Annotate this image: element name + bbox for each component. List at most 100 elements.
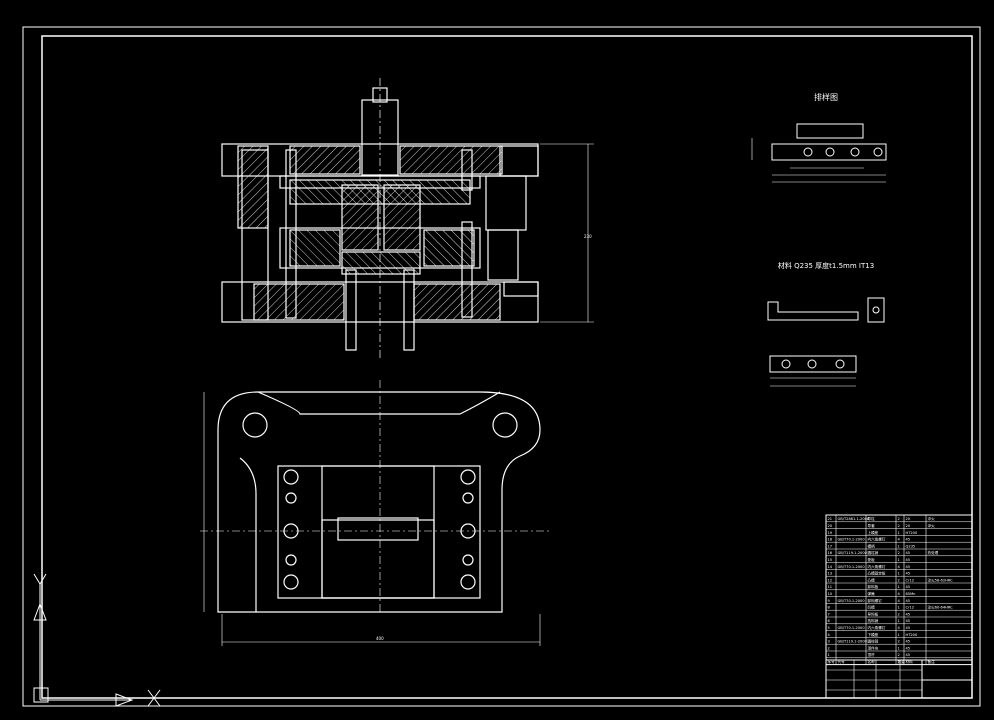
bom-header-cell: 序号 <box>828 659 836 664</box>
bom-cell: 挡料销 <box>868 618 879 623</box>
bom-cell: 4 <box>898 565 901 569</box>
bom-header-cell: 材料 <box>906 659 914 664</box>
bom-cell: 下模座 <box>868 632 879 637</box>
bom-cell: 2 <box>898 524 900 528</box>
title-block <box>825 659 973 699</box>
bom-cell: 淬火 <box>928 523 936 528</box>
bom-cell: 2 <box>898 578 900 582</box>
bom-cell: 45 <box>906 565 911 569</box>
bom-cell: 45 <box>906 585 911 589</box>
bom-cell: 垫板 <box>868 557 876 562</box>
bom-cell: 6 <box>828 619 831 623</box>
ucs-axis-icon <box>33 573 161 707</box>
bom-cell: 20 <box>906 517 911 521</box>
bom-cell: 淬火60-64HRC <box>928 605 954 610</box>
dim-height-main: 230 <box>584 234 592 239</box>
bom-cell: 16 <box>828 551 833 555</box>
bom-header-cell: 备注 <box>928 659 936 664</box>
bom-cell: 顶杆 <box>868 652 876 657</box>
bom-cell: 圆柱销 <box>868 639 879 644</box>
bom-cell: 4 <box>828 633 831 637</box>
material-note: 材料 Q235 厚度t1.5mm IT13 <box>778 261 874 270</box>
bom-cell: 9 <box>828 599 831 603</box>
plan-view <box>200 380 550 646</box>
bom-cell: 17 <box>828 544 833 548</box>
bom-cell: 1 <box>898 606 900 610</box>
bom-cell: 圆柱销 <box>868 550 879 555</box>
bom-cell: 1 <box>828 653 830 657</box>
bom-cell: 卸料板 <box>868 584 879 589</box>
bom-cell: 2 <box>828 646 830 650</box>
bom-cell: 45 <box>906 551 911 555</box>
bom-cell: GB/T70.1-2000 <box>838 538 866 542</box>
bom-cell: HT200 <box>906 633 918 637</box>
bom-cell: GB/T119.1-2000 <box>838 640 868 644</box>
bom-cell: 3 <box>828 640 830 644</box>
bom-cell: 2 <box>898 612 900 616</box>
drawing-frame <box>22 26 981 707</box>
bom-cell: 19 <box>828 531 833 535</box>
bom-cell: 1 <box>898 646 900 650</box>
bom-cell: 45 <box>906 599 911 603</box>
bom-cell: 5 <box>828 626 830 630</box>
bom-cell: 1 <box>898 572 900 576</box>
bom-cell: 导柱 <box>868 516 876 521</box>
bom-cell: 45 <box>906 558 911 562</box>
bom-header-cell: 数量 <box>898 659 906 664</box>
bom-cell: 7 <box>828 612 830 616</box>
bom-cell: 12 <box>828 578 833 582</box>
bom-cell: 凸模固定板 <box>868 571 886 576</box>
bom-cell: 凹模 <box>868 605 876 610</box>
bom-cell: 1 <box>898 633 900 637</box>
bom-cell: 导套 <box>868 523 876 528</box>
bom-cell: Q235 <box>906 544 916 548</box>
bom-cell: 21 <box>828 517 833 521</box>
bom-cell: 内六角螺钉 <box>868 625 886 630</box>
bom-cell: 4 <box>898 626 901 630</box>
bom-cell: 4 <box>898 592 901 596</box>
bom-cell: 2 <box>898 653 900 657</box>
bom-cell: GB/T70.1-2000 <box>838 565 866 569</box>
bom-cell: GB/T119.1-2000 <box>838 551 868 555</box>
bom-cell: 45 <box>906 653 911 657</box>
bom-cell: 2 <box>898 551 900 555</box>
bom-cell: 热处理 <box>928 550 939 555</box>
bom-cell: 65Mn <box>906 592 916 596</box>
bom-cell: 模柄 <box>868 543 876 548</box>
bom-cell: 18 <box>828 538 833 542</box>
bom-cell: GB/T70.1-2000 <box>838 599 866 603</box>
bom-cell: 淬火 <box>928 516 936 521</box>
bom-cell: 4 <box>898 538 901 542</box>
bom-cell: 卸料螺钉 <box>868 598 883 603</box>
part-view <box>767 297 885 387</box>
bom-header-cell: 名称 <box>868 659 876 664</box>
bom-cell: Cr12 <box>906 606 915 610</box>
bom-cell: 4 <box>898 599 901 603</box>
bom-cell: 11 <box>828 585 833 589</box>
strip-layout-title: 排样图 <box>814 92 838 102</box>
bom-cell: 8 <box>828 606 831 610</box>
bom-header-cell: 代号 <box>838 659 846 664</box>
bom-cell: 1 <box>898 558 900 562</box>
bom-cell: GB/T2861.1-2008 <box>838 517 870 521</box>
bom-cell: 45 <box>906 572 911 576</box>
bom-cell: 13 <box>828 572 833 576</box>
bom-cell: 凸模 <box>868 577 876 582</box>
bom-cell: 内六角螺钉 <box>868 537 886 542</box>
bom-cell: Cr12 <box>906 578 915 582</box>
bom-cell: 1 <box>898 544 900 548</box>
bom-cell: 45 <box>906 646 911 650</box>
bom-cell: 14 <box>828 565 833 569</box>
bom-cell: 10 <box>828 592 833 596</box>
bom-cell: HT200 <box>906 531 918 535</box>
bom-cell: 15 <box>828 558 833 562</box>
bom-cell: 45 <box>906 619 911 623</box>
bom-cell: 45 <box>906 640 911 644</box>
bom-cell: 45 <box>906 612 911 616</box>
bom-cell: 弹簧 <box>868 591 876 596</box>
bom-cell: 20 <box>828 524 833 528</box>
strip-layout-view <box>751 123 887 183</box>
bom-cell: 顶件块 <box>868 645 879 650</box>
